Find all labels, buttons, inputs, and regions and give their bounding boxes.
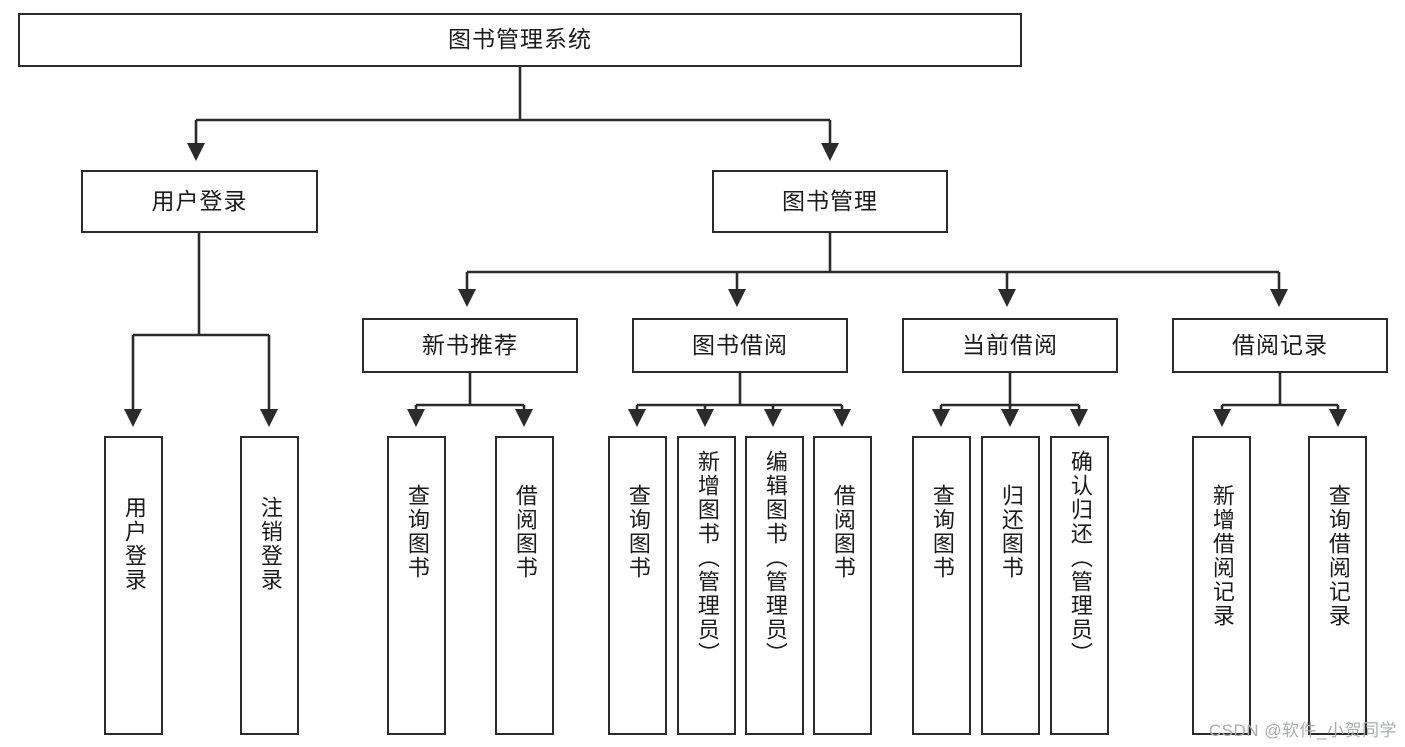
node-label: 借阅图书 — [512, 484, 538, 580]
node-label: 归还图书 — [998, 484, 1024, 580]
node-label: 用户登录 — [121, 496, 147, 592]
node-leaf-add-book-admin[interactable]: 新增图书（管理员） — [677, 436, 736, 735]
node-current-borrow[interactable]: 当前借阅 — [902, 318, 1118, 373]
node-label: 注销登录 — [257, 496, 283, 592]
node-leaf-query-book-recommend[interactable]: 查询图书 — [387, 436, 446, 735]
node-label: 借阅图书 — [830, 484, 856, 580]
node-borrow-records[interactable]: 借阅记录 — [1172, 318, 1388, 373]
node-label: 借阅记录 — [1232, 331, 1328, 358]
node-label: 查询借阅记录 — [1325, 484, 1351, 628]
node-label: 确认归还（管理员） — [1067, 450, 1093, 666]
node-book-management-system[interactable]: 图书管理系统 — [18, 13, 1022, 67]
node-label: 图书管理 — [782, 187, 878, 214]
node-leaf-query-borrow-record[interactable]: 查询借阅记录 — [1308, 436, 1367, 735]
node-leaf-add-borrow-record[interactable]: 新增借阅记录 — [1192, 436, 1251, 735]
node-label: 查询图书 — [929, 484, 955, 580]
node-book-borrow[interactable]: 图书借阅 — [632, 318, 848, 373]
node-leaf-logout[interactable]: 注销登录 — [240, 436, 299, 735]
node-label: 用户登录 — [151, 187, 248, 214]
node-leaf-confirm-return-admin[interactable]: 确认归还（管理员） — [1050, 436, 1109, 735]
node-label: 新增图书（管理员） — [694, 450, 720, 666]
watermark: CSDN @软件_小贺同学 — [1208, 721, 1397, 740]
node-label: 查询图书 — [625, 484, 651, 580]
node-leaf-edit-book-admin[interactable]: 编辑图书（管理员） — [745, 436, 804, 735]
node-user-login[interactable]: 用户登录 — [81, 170, 318, 233]
node-label: 编辑图书（管理员） — [762, 450, 788, 666]
node-leaf-user-login[interactable]: 用户登录 — [104, 436, 163, 735]
node-book-management[interactable]: 图书管理 — [712, 170, 948, 233]
node-leaf-borrow-book-recommend[interactable]: 借阅图书 — [495, 436, 554, 735]
node-label: 图书管理系统 — [448, 26, 592, 53]
node-label: 当前借阅 — [962, 331, 1058, 358]
node-label: 图书借阅 — [692, 331, 788, 358]
node-leaf-query-book-borrow[interactable]: 查询图书 — [608, 436, 667, 735]
node-label: 新增借阅记录 — [1209, 484, 1235, 628]
node-label: 新书推荐 — [422, 331, 518, 358]
node-new-book-recommend[interactable]: 新书推荐 — [362, 318, 578, 373]
node-leaf-return-book[interactable]: 归还图书 — [981, 436, 1040, 735]
node-leaf-borrow-book[interactable]: 借阅图书 — [813, 436, 872, 735]
node-leaf-query-book-current[interactable]: 查询图书 — [912, 436, 971, 735]
node-label: 查询图书 — [404, 484, 430, 580]
